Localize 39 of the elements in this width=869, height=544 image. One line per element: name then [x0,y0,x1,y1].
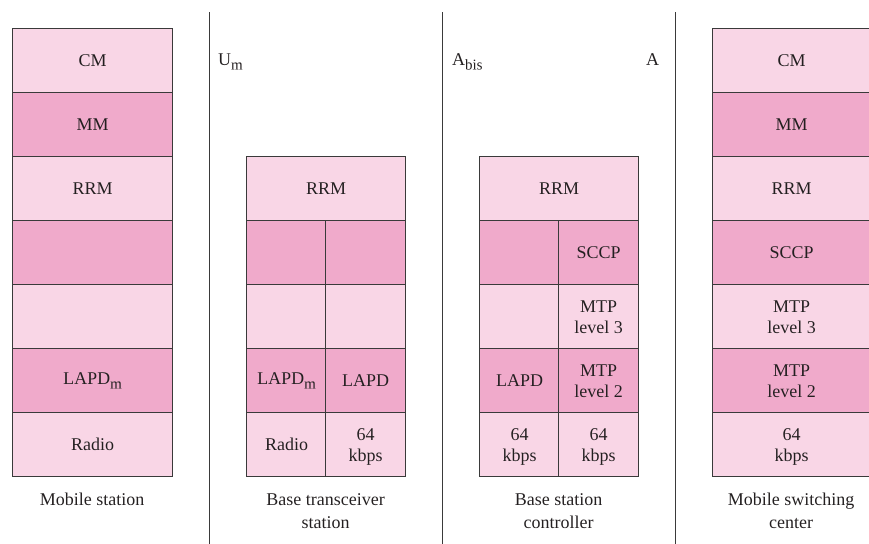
stack-caption: Mobile station [38,488,146,511]
protocol-layer: MTP level 3 [712,284,869,349]
protocol-layer: RRM [12,156,173,221]
protocol-layer: LAPD [325,348,406,413]
protocol-layer: SCCP [712,220,869,285]
stack-caption: Base transceiver station [265,488,386,534]
interface-label: U$_{m}$ [218,48,244,76]
protocol-layer: MM [12,92,173,157]
protocol-layer: LAPD [479,348,560,413]
protocol-layer [246,284,327,349]
protocol-layer [246,220,327,285]
protocol-layer [479,220,560,285]
protocol-layer: SCCP [558,220,639,285]
protocol-layer [325,284,406,349]
protocol-layer: 64 kbps [712,412,869,477]
protocol-layer: 64 kbps [325,412,406,477]
protocol-layer [479,284,560,349]
protocol-layer: LAPD$_{m}$ [246,348,327,413]
protocol-layer: LAPD$_{m}$ [12,348,173,413]
protocol-layer: RRM [712,156,869,221]
protocol-layer: Radio [246,412,327,477]
protocol-layer [12,220,173,285]
protocol-layer: RRM [246,156,406,221]
interface-label: A$_{bis}$ [452,48,484,76]
protocol-layer: 64 kbps [479,412,560,477]
stack-caption: Mobile switching center [726,488,856,534]
protocol-layer: RRM [479,156,639,221]
protocol-layer: CM [12,28,173,93]
protocol-layer: MTP level 3 [558,284,639,349]
protocol-layer: MM [712,92,869,157]
protocol-layer: CM [712,28,869,93]
interface-label: A [646,48,660,71]
protocol-layer: MTP level 2 [712,348,869,413]
protocol-layer: MTP level 2 [558,348,639,413]
protocol-layer [12,284,173,349]
protocol-layer: Radio [12,412,173,477]
protocol-layer [325,220,406,285]
stack-caption: Base station controller [514,488,604,534]
protocol-layer: 64 kbps [558,412,639,477]
